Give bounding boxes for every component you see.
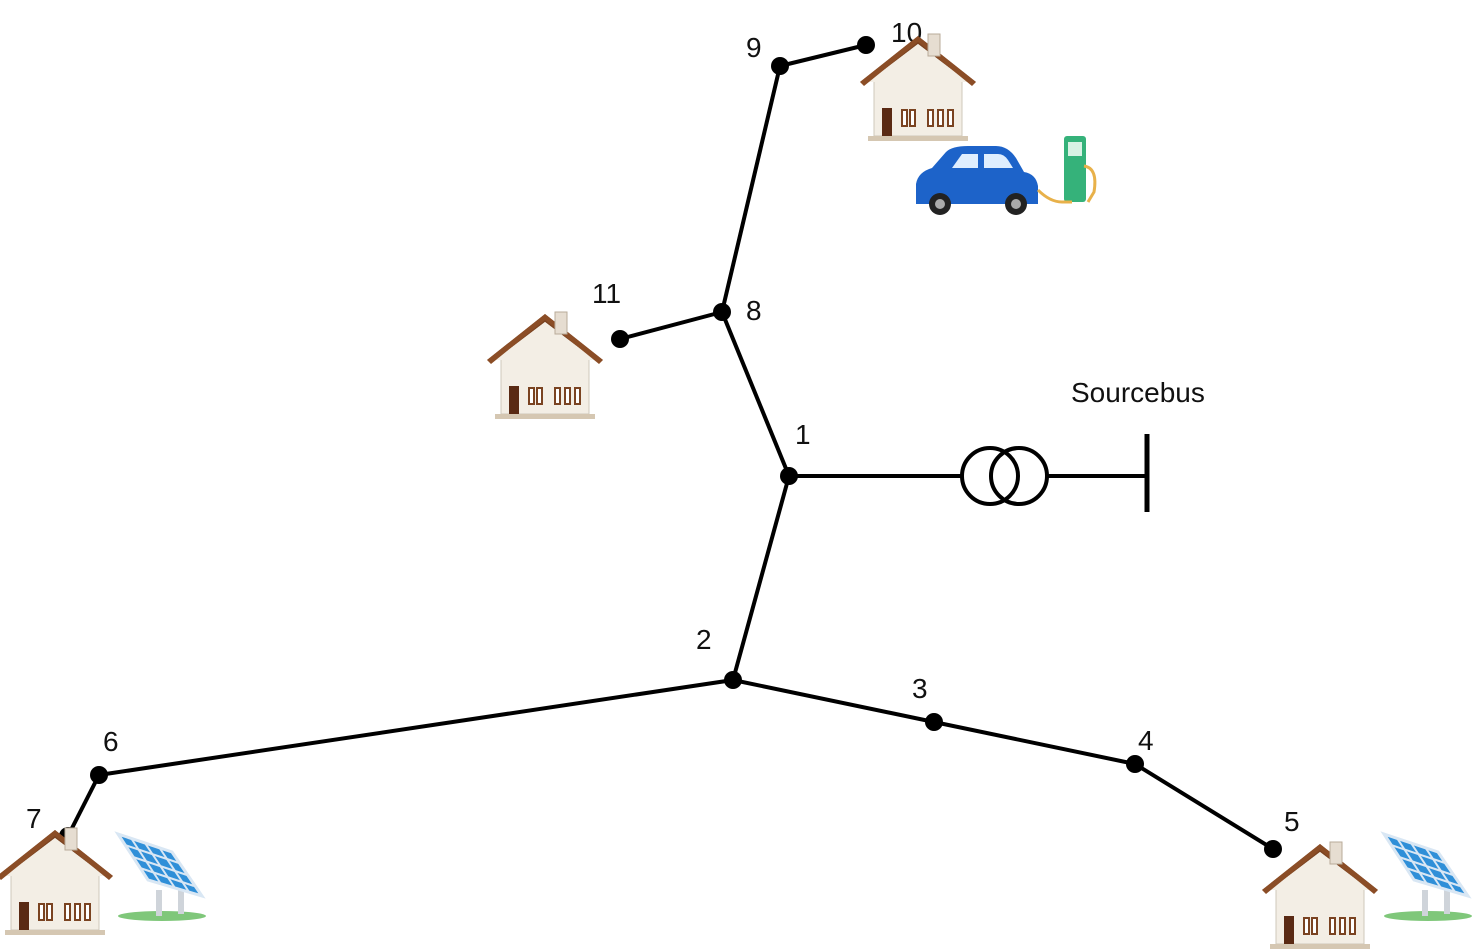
solar-panel-icon-node-5 bbox=[1382, 832, 1474, 923]
node-label-2: 2 bbox=[696, 624, 712, 655]
line-4-5 bbox=[1133, 762, 1275, 851]
node-label-8: 8 bbox=[746, 295, 762, 326]
node-label-11: 11 bbox=[592, 278, 621, 309]
sourcebus-label: Sourcebus bbox=[1071, 377, 1205, 408]
line-9-10 bbox=[779, 43, 867, 68]
line-8-11 bbox=[619, 310, 723, 341]
ev-charger-icon bbox=[914, 134, 1097, 217]
house-icon-node-5 bbox=[1261, 841, 1379, 950]
line-3-4 bbox=[933, 720, 1136, 766]
node-label-7: 7 bbox=[26, 803, 42, 834]
transformer-icon bbox=[960, 446, 1049, 506]
line-1-8 bbox=[720, 311, 791, 477]
node-4 bbox=[1126, 755, 1144, 773]
node-11 bbox=[611, 330, 629, 348]
line-8-9 bbox=[720, 65, 782, 313]
network-nodes bbox=[59, 36, 1282, 858]
node-8 bbox=[713, 303, 731, 321]
node-6 bbox=[90, 766, 108, 784]
line-2-6 bbox=[98, 678, 734, 777]
node-label-3: 3 bbox=[912, 673, 928, 704]
node-label-1: 1 bbox=[795, 419, 811, 450]
line-2-3 bbox=[732, 678, 935, 724]
node-3 bbox=[925, 713, 943, 731]
node-label-5: 5 bbox=[1284, 806, 1300, 837]
node-9 bbox=[771, 57, 789, 75]
node-10 bbox=[857, 36, 875, 54]
solar-panel-icon-node-7 bbox=[116, 832, 208, 923]
node-1 bbox=[780, 467, 798, 485]
node-label-6: 6 bbox=[103, 726, 119, 757]
node-2 bbox=[724, 671, 742, 689]
node-5 bbox=[1264, 840, 1282, 858]
house-icon-node-10 bbox=[859, 33, 977, 142]
network-lines bbox=[66, 43, 1275, 851]
house-icon-node-11 bbox=[486, 311, 604, 420]
house-icon-node-7 bbox=[0, 827, 114, 936]
line-1-2 bbox=[731, 475, 791, 681]
node-label-4: 4 bbox=[1138, 725, 1154, 756]
node-label-9: 9 bbox=[746, 32, 762, 63]
line-6-7 bbox=[66, 774, 101, 837]
